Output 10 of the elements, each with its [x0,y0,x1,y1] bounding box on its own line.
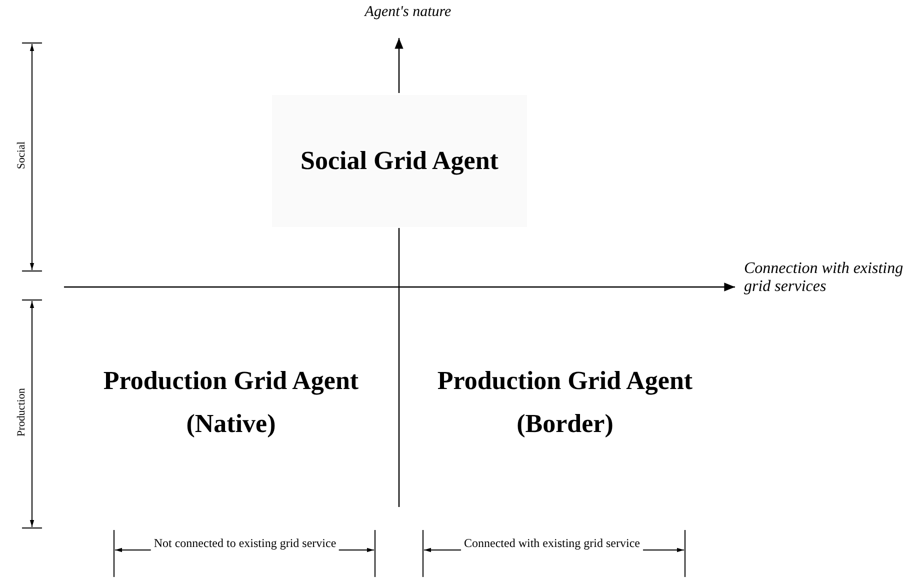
quadrant-panel [272,95,527,227]
dimension-label: Not connected to existing grid service [150,537,340,551]
quadrant-title: Production Grid Agent (Native) [102,365,360,440]
axis-title: Connection with existing grid services [744,260,904,297]
dimension-label: Connected with existing grid service [461,537,643,551]
dimension-label: Production [16,387,28,438]
quadrant-title: Social Grid Agent [300,146,498,176]
dimension-label: Social [16,140,28,172]
axis-title: Agent's nature [363,4,452,22]
quadrant-title: Production Grid Agent (Border) [436,365,694,440]
